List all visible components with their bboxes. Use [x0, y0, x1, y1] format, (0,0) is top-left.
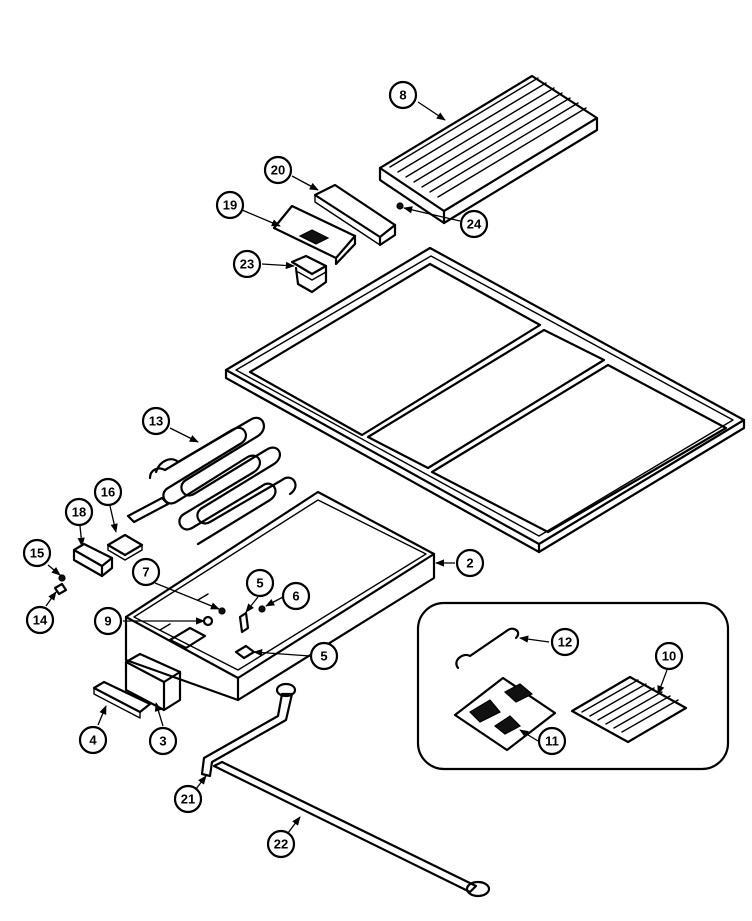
callout-label: 5: [320, 649, 327, 664]
clip-small: [58, 574, 66, 582]
callout-label: 11: [545, 734, 559, 749]
drain-tube: [200, 682, 297, 778]
callout-label: 19: [223, 198, 237, 213]
callout-5-upper: 5: [245, 568, 275, 598]
grill-grate: [378, 74, 599, 225]
callout-label: 13: [149, 414, 163, 429]
callout-2: 2: [455, 548, 485, 578]
heating-element: [126, 416, 297, 546]
callout-14: 14: [25, 605, 55, 635]
cooktop-top-panel: [224, 246, 746, 554]
callout-label: 23: [240, 257, 254, 272]
callout-label: 18: [72, 505, 86, 520]
callout-label: 24: [467, 217, 482, 232]
callout-7: 7: [131, 557, 161, 587]
mounting-bracket: [92, 680, 152, 719]
callout-19: 19: [215, 190, 245, 220]
nut-7: [218, 607, 226, 615]
callout-10: 10: [654, 641, 684, 671]
clip-upper: [238, 611, 250, 634]
support-rod: [212, 760, 491, 898]
screw: [396, 202, 404, 210]
callout-24: 24: [459, 209, 489, 239]
callout-label: 7: [142, 565, 149, 580]
callout-6: 6: [281, 581, 311, 611]
callout-11: 11: [537, 726, 567, 756]
callout-23: 23: [232, 249, 262, 279]
callout-16: 16: [93, 477, 123, 507]
control-panel: [272, 204, 357, 266]
callout-label: 2: [466, 556, 473, 571]
callout-label: 5: [256, 576, 263, 591]
grill-grid: [570, 675, 688, 744]
callout-8: 8: [388, 80, 418, 110]
callout-label: 21: [181, 792, 195, 807]
callout-label: 16: [101, 485, 115, 500]
clip-lower: [234, 644, 256, 660]
callout-20: 20: [263, 155, 293, 185]
callout-13: 13: [141, 406, 171, 436]
callout-label: 22: [274, 837, 288, 852]
element-receptacle: [72, 542, 114, 578]
callout-4: 4: [78, 725, 108, 755]
callout-label: 15: [30, 546, 44, 561]
retainer-clip: [53, 582, 68, 596]
callout-15: 15: [22, 538, 52, 568]
callout-label: 10: [662, 649, 676, 664]
control-bracket: [313, 183, 397, 247]
callout-label: 8: [399, 88, 406, 103]
drip-pan: [124, 490, 436, 702]
screw-6: [258, 605, 266, 613]
callout-5-lower: 5: [309, 641, 339, 671]
callout-label: 4: [89, 733, 97, 748]
callout-3: 3: [148, 726, 178, 756]
callout-22: 22: [266, 829, 296, 859]
callout-9: 9: [93, 606, 123, 636]
callout-12: 12: [550, 627, 580, 657]
wire-hook: [455, 627, 520, 670]
callout-label: 9: [104, 614, 111, 629]
leader-lines: [45, 101, 668, 834]
callout-label: 6: [292, 589, 299, 604]
grommet-9: [202, 615, 214, 627]
callout-21: 21: [173, 784, 203, 814]
callout-label: 20: [271, 163, 285, 178]
callout-label: 3: [159, 734, 166, 749]
griddle-plate: [453, 676, 557, 752]
accessory-inset-box: [416, 601, 730, 771]
callout-18: 18: [64, 497, 94, 527]
callout-label: 14: [33, 613, 48, 628]
selector-switch: [290, 254, 328, 294]
terminal-block: [106, 533, 144, 561]
callout-label: 12: [558, 635, 572, 650]
terminal-box: [124, 652, 182, 712]
